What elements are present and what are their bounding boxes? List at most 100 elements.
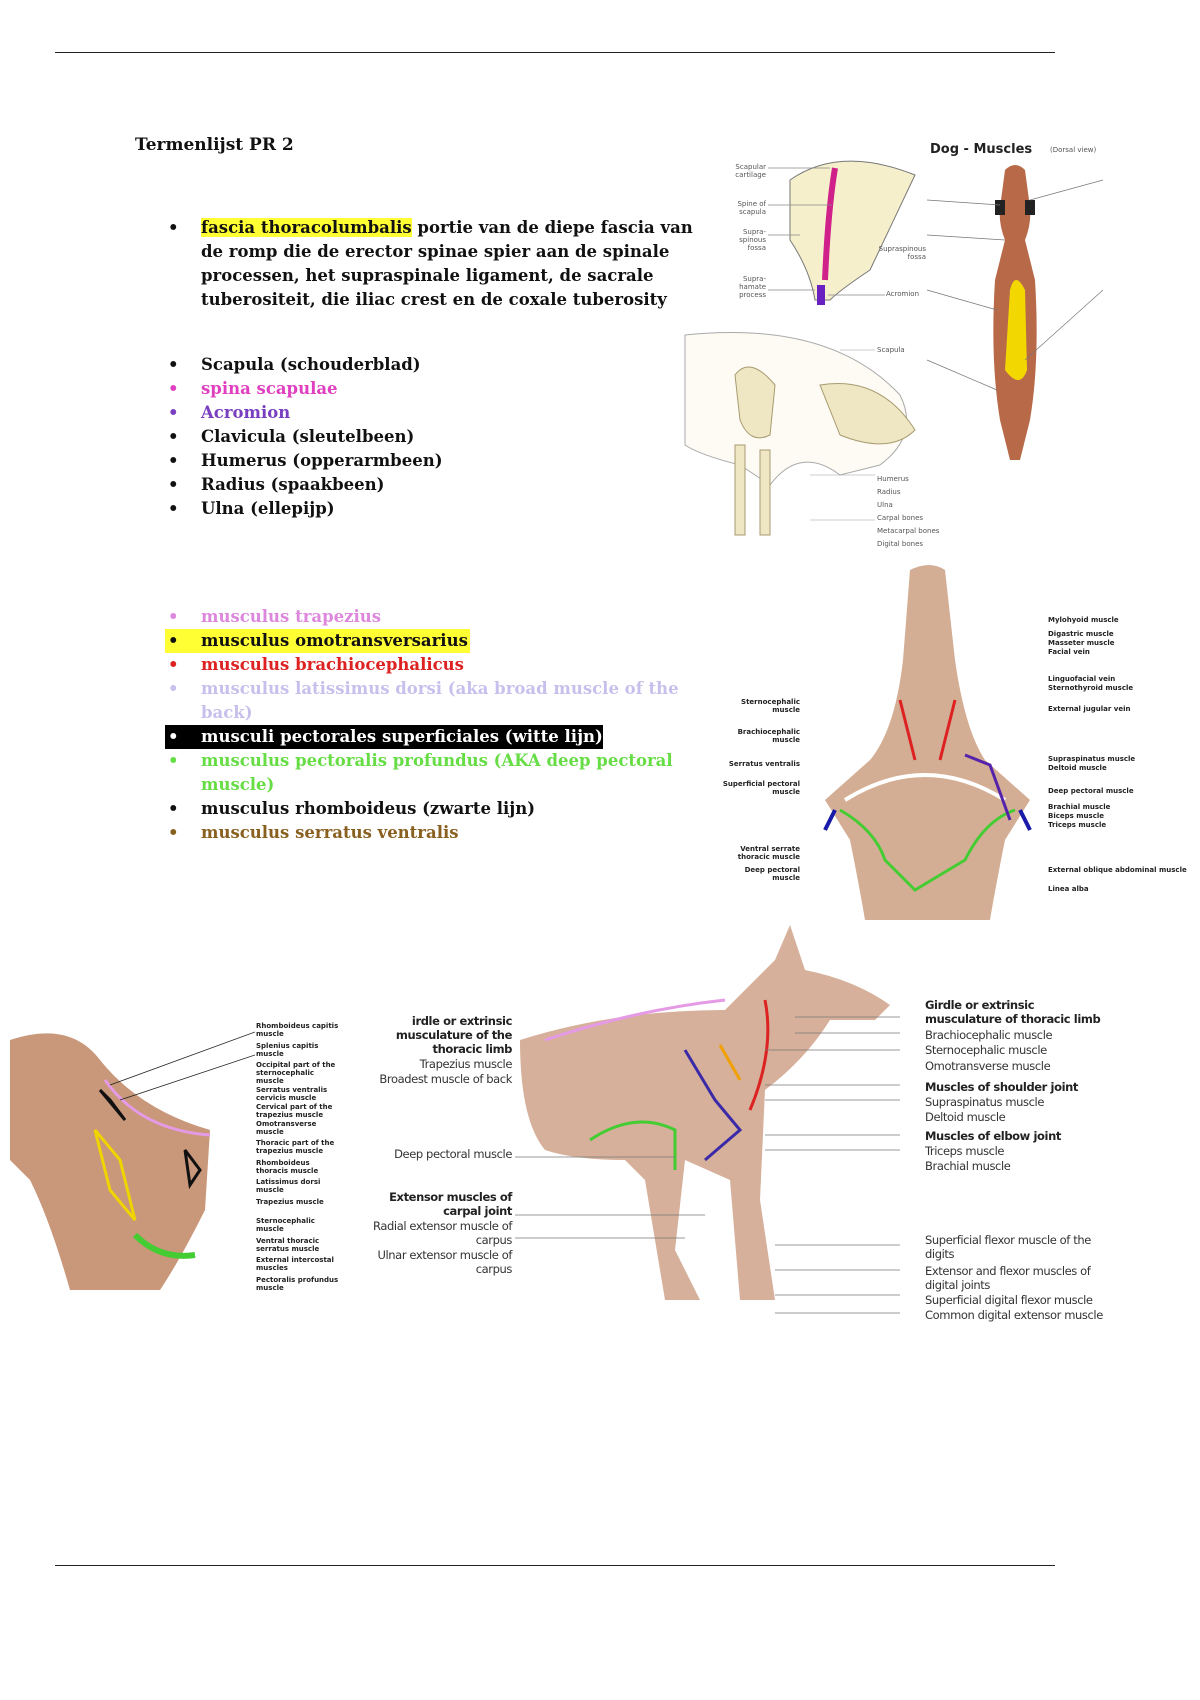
page-title: Termenlijst PR 2: [135, 135, 294, 155]
bullet-icon: •: [168, 751, 179, 770]
list-item: • musculus brachiocephalicus: [165, 653, 695, 677]
figure-label: Brachial muscle: [1048, 803, 1111, 811]
term-label: spina scapulae: [201, 379, 338, 398]
term-label: Radius (spaakbeen): [201, 475, 385, 494]
term-label: musculus brachiocephalicus: [201, 655, 464, 674]
figure-label: External oblique abdominal muscle: [1048, 866, 1187, 874]
dog-ventral-figure: [823, 565, 1032, 920]
figure-label: Common digital extensor muscle: [925, 1308, 1103, 1322]
term-label: musculus latissimus dorsi (aka broad mus…: [201, 679, 679, 722]
bullet-icon: •: [168, 218, 179, 237]
figure-label: Trapezius muscle: [419, 1057, 513, 1071]
figure-label: Broadest muscle of back: [379, 1072, 512, 1086]
pig-label: Carpal bones: [877, 514, 924, 522]
figure-label: Latissimus dorsi muscle: [256, 1178, 321, 1194]
scapula-label: Acromion: [886, 290, 920, 298]
figure-label: Occipital part of the sternocephalic mus…: [256, 1061, 336, 1085]
list-item: •musculus trapezius: [165, 605, 695, 629]
figure-label: Extensor muscles of carpal joint: [389, 1190, 512, 1218]
list-item: •fascia thoracolumbalis portie van de di…: [165, 216, 695, 312]
figure-label: Trapezius muscle: [256, 1197, 324, 1206]
figure-label: Ventral thoracic serratus muscle: [256, 1236, 320, 1253]
list-item: • musculus rhomboideus (zwarte lijn): [165, 797, 695, 821]
fascia-description: portie van de diepe fascia van de romp d…: [201, 218, 693, 309]
figure-label: External jugular vein: [1048, 705, 1131, 713]
term-label: musculus rhomboideus (zwarte lijn): [201, 799, 536, 818]
figure-label: Extensor and flexor muscles of digital j…: [925, 1264, 1091, 1292]
dog-dorsal-title: Dog - Muscles: [930, 142, 1033, 157]
list-item: • Radius (spaakbeen): [165, 473, 695, 497]
bullet-icon: •: [168, 823, 179, 842]
neck-lateral-figure: [10, 1031, 255, 1290]
figure-label: Muscles of elbow joint: [925, 1129, 1061, 1143]
list-item: • Acromion: [165, 401, 695, 425]
figure-label: Sternocephalic muscle: [256, 1217, 315, 1233]
figure-label: Serratus ventralis cervicis muscle: [256, 1086, 328, 1102]
dog-dorsal-subtitle: (Dorsal view): [1050, 146, 1097, 154]
term-label: Clavicula (sleutelbeen): [201, 427, 415, 446]
figure-label: Deep pectoral muscle: [1048, 787, 1134, 795]
figure-label: Rhomboideus thoracis muscle: [256, 1158, 319, 1175]
bullet-icon: •: [168, 451, 179, 470]
term-label: Acromion: [201, 403, 291, 422]
scapula-label: Spine of scapula: [737, 200, 766, 216]
figure-label: Biceps muscle: [1048, 812, 1104, 820]
figure-label: Pectoralis profundus muscle: [256, 1275, 339, 1292]
figure-label: Serratus ventralis: [728, 760, 800, 768]
bullet-icon: •: [168, 475, 179, 494]
bullet-icon: •: [168, 427, 179, 446]
list-item: •musculus omotransversarius: [165, 629, 470, 653]
fascia-list: •fascia thoracolumbalis portie van de di…: [165, 216, 695, 312]
term-label: musculi pectorales superficiales (witte …: [201, 727, 603, 746]
figure-label: Thoracic part of the trapezius muscle: [256, 1139, 335, 1155]
figure-label: Girdle or extrinsic musculature of thora…: [925, 998, 1101, 1026]
figure-label: Omotransverse muscle: [925, 1059, 1051, 1073]
term-label: Humerus (opperarmbeen): [201, 451, 443, 470]
dog-lateral-figure: [515, 925, 900, 1314]
figure-label: Sternocephalic muscle: [925, 1043, 1047, 1057]
figure-label: Mylohyoid muscle: [1048, 616, 1119, 624]
figure-label: Omotransverse muscle: [256, 1120, 317, 1136]
figure-label: Digastric muscle: [1048, 630, 1114, 638]
bullet-icon: •: [168, 799, 179, 818]
figure-label: Brachiocephalic muscle: [737, 728, 800, 744]
figure-label: Ulnar extensor muscle of carpus: [377, 1248, 512, 1276]
figure-label: Rhomboideus capitis muscle: [256, 1022, 339, 1038]
list-item: •musculus pectoralis profundus (AKA deep…: [165, 749, 695, 797]
figure-label: External intercostal muscles: [256, 1256, 334, 1272]
bullet-icon: •: [168, 631, 179, 650]
figure-label: Brachial muscle: [925, 1159, 1011, 1173]
bullet-icon: •: [168, 499, 179, 518]
figure-label: Superficial pectoral muscle: [722, 780, 800, 796]
figure-label: Sternothyroid muscle: [1048, 684, 1134, 692]
list-item: •musculus latissimus dorsi (aka broad mu…: [165, 677, 695, 725]
figure-label: Sternocephalic muscle: [741, 698, 800, 714]
list-item: • Clavicula (sleutelbeen): [165, 425, 695, 449]
figure-label: irdle or extrinsic musculature of the th…: [395, 1014, 512, 1056]
figure-label: Deltoid muscle: [925, 1110, 1006, 1124]
bullet-icon: •: [168, 355, 179, 374]
scapula-label: Scapular cartilage: [735, 163, 766, 179]
figure-label: Deep pectoral muscle: [394, 1147, 512, 1161]
scapula-label: Supra-spinous fossa: [739, 228, 766, 252]
muscles-list: •musculus trapezius•musculus omotransver…: [165, 605, 695, 845]
figure-label: Radial extensor muscle of carpus: [373, 1219, 512, 1247]
figure-label: Deep pectoral muscle: [744, 866, 800, 882]
list-item: • Scapula (schouderblad): [165, 353, 695, 377]
figure-label: Cervical part of the trapezius muscle: [256, 1103, 333, 1119]
term-label: musculus trapezius: [201, 607, 382, 626]
pig-label: Humerus: [877, 475, 909, 483]
pig-label: Ulna: [877, 501, 893, 509]
term-label: Ulna (ellepijp): [201, 499, 335, 518]
list-item: •musculi pectorales superficiales (witte…: [165, 725, 603, 749]
scapula-figure: [768, 160, 916, 305]
list-item: •musculus serratus ventralis: [165, 821, 695, 845]
footer-rule: [55, 1565, 1055, 1566]
figure-label: Splenius capitis muscle: [256, 1041, 319, 1058]
bullet-icon: •: [168, 403, 179, 422]
term-label: Scapula (schouderblad): [201, 355, 421, 374]
pig-skeleton-figure: [684, 332, 916, 536]
figure-label: Supraspinatus muscle: [1048, 755, 1136, 763]
figure-label: Triceps muscle: [1048, 821, 1107, 829]
bullet-icon: •: [168, 655, 179, 674]
